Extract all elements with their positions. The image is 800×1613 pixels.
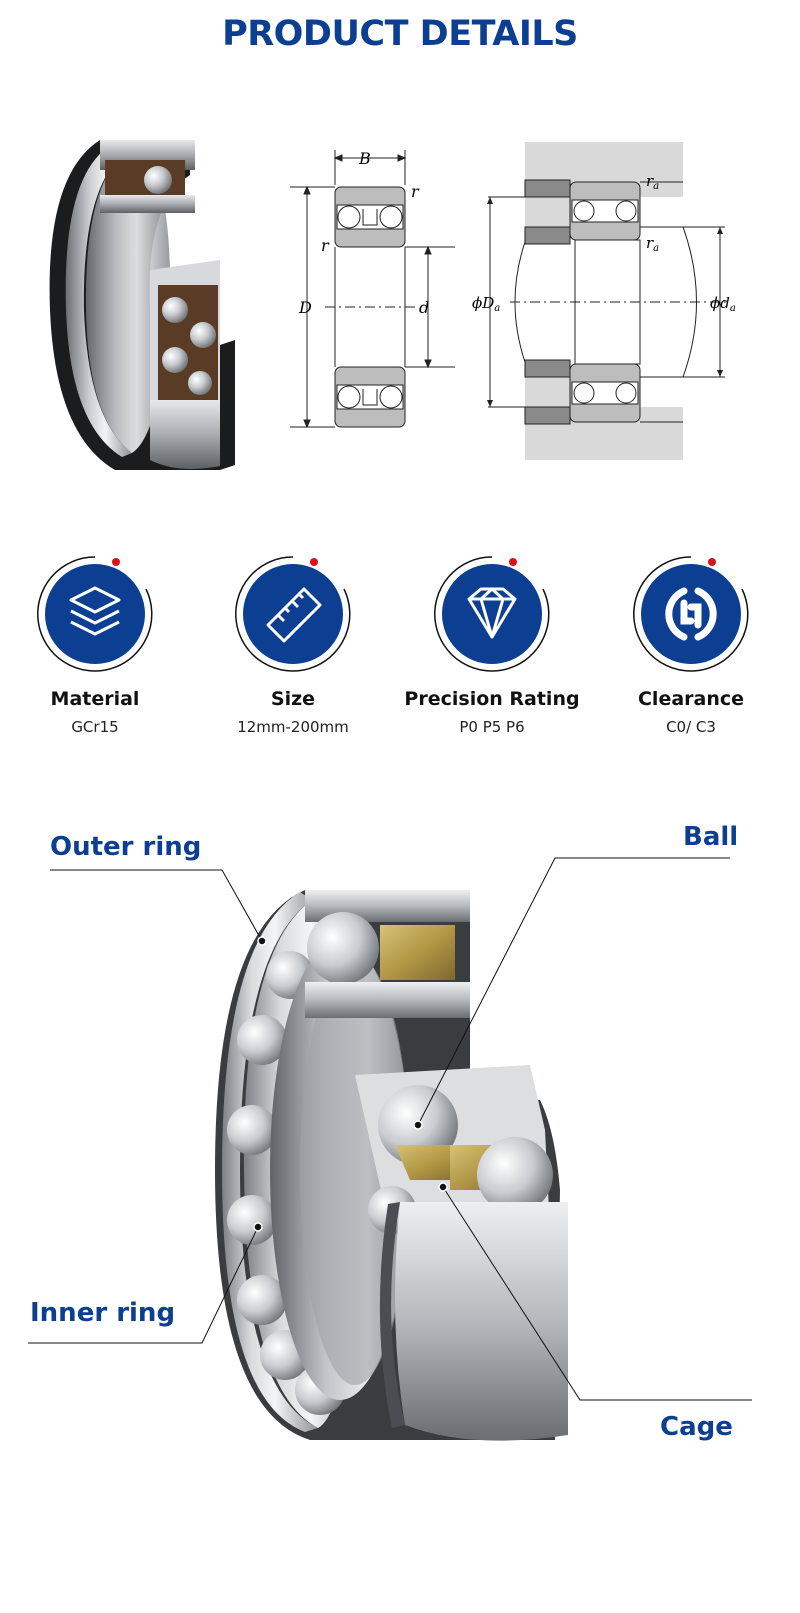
svg-text:ϕDa: ϕDa	[472, 294, 500, 314]
dim-Da-sub: a	[494, 303, 500, 314]
ruler-icon	[266, 587, 322, 643]
dim-Da-label: ϕD	[472, 294, 494, 312]
svg-text:ra: ra	[646, 172, 659, 192]
svg-text:ϕda: ϕda	[710, 294, 736, 314]
layers-icon	[69, 586, 121, 636]
dim-ra-top-label: r	[646, 172, 654, 190]
bearing-parts-diagram	[28, 857, 752, 1441]
spec-size-value: 12mm-200mm	[237, 718, 349, 736]
callout-cage: Cage	[660, 1412, 733, 1442]
dim-da-sub: a	[730, 303, 736, 314]
svg-text:ra: ra	[646, 234, 659, 254]
spec-material-label: Material	[50, 688, 140, 710]
spec-clearance-value: C0/ C3	[666, 718, 716, 736]
spec-precision-badge	[431, 553, 553, 675]
spec-size-badge	[232, 553, 354, 675]
dim-r-top-label: r	[411, 182, 420, 201]
dim-da-label: ϕd	[710, 294, 730, 312]
dim-D-label: D	[298, 298, 312, 317]
dim-ra-top-sub: a	[653, 181, 659, 192]
spec-precision-label: Precision Rating	[404, 688, 580, 710]
callout-ball: Ball	[683, 822, 739, 852]
spec-precision: Precision Rating P0 P5 P6	[392, 553, 592, 736]
dim-r-left-label: r	[321, 236, 330, 255]
spec-material-badge	[34, 553, 156, 675]
spec-material: Material GCr15	[0, 553, 195, 736]
bearing-product-image	[49, 140, 235, 470]
page-title: PRODUCT DETAILS	[222, 14, 578, 54]
dim-ra-mid-label: r	[646, 234, 654, 252]
diamond-icon	[467, 587, 517, 639]
clearance-icon	[665, 587, 717, 641]
callout-outer-ring: Outer ring	[50, 832, 202, 862]
dim-d-label: d	[419, 298, 429, 317]
spec-size-label: Size	[270, 688, 316, 710]
dim-B-label: B	[358, 149, 371, 168]
dim-ra-mid-sub: a	[653, 243, 659, 254]
callout-inner-ring: Inner ring	[30, 1298, 176, 1328]
spec-precision-value: P0 P5 P6	[459, 718, 525, 736]
spec-size: Size 12mm-200mm	[193, 553, 393, 736]
spec-material-value: GCr15	[71, 718, 119, 736]
spec-clearance-label: Clearance	[637, 688, 745, 710]
mounting-dimension-drawing: ra ra ϕDa ϕda	[472, 142, 736, 460]
bearing-dimension-drawing: B r r D d	[290, 149, 455, 429]
spec-clearance: Clearance C0/ C3	[591, 553, 791, 736]
spec-clearance-badge	[630, 553, 752, 675]
